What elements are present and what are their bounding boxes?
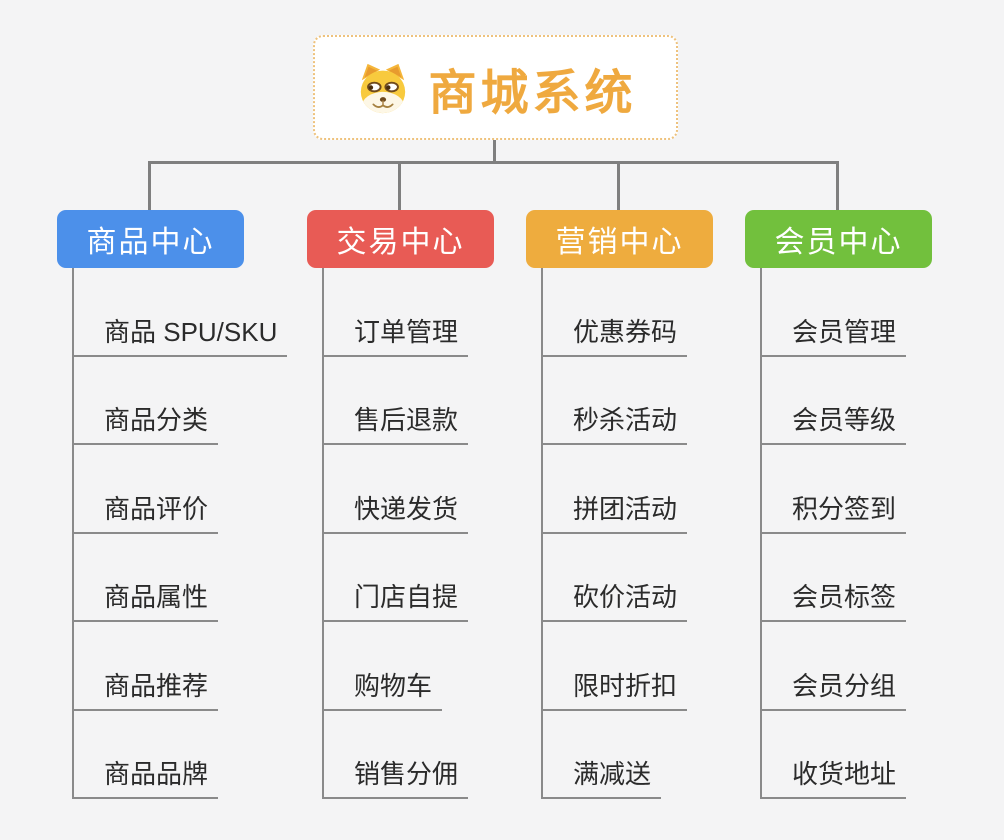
leaf-item[interactable]: 购物车 (322, 666, 443, 711)
branch-children-member-center: 会员管理 会员等级 积分签到 会员标签 会员分组 收货地址 (760, 268, 1004, 799)
leaf-row: 商品评价 (72, 445, 324, 534)
leaf-row: 订单管理 (322, 268, 574, 357)
leaf-row: 销售分佣 (322, 711, 574, 799)
branch-children-marketing-center: 优惠券码 秒杀活动 拼团活动 砍价活动 限时折扣 满减送 (541, 268, 793, 799)
leaf-row: 商品 SPU/SKU (72, 268, 324, 357)
leaf-item[interactable]: 商品评价 (72, 489, 219, 534)
leaf-item[interactable]: 会员标签 (760, 577, 907, 622)
leaf-row: 限时折扣 (541, 622, 793, 711)
leaf-item[interactable]: 商品属性 (72, 577, 219, 622)
leaf-item[interactable]: 拼团活动 (541, 489, 688, 534)
leaf-row: 积分签到 (760, 445, 1004, 534)
leaf-row: 商品品牌 (72, 711, 324, 799)
leaf-item[interactable]: 销售分佣 (322, 754, 469, 799)
leaf-item[interactable]: 商品 SPU/SKU (72, 312, 288, 357)
leaf-row: 会员管理 (760, 268, 1004, 357)
leaf-row: 售后退款 (322, 357, 574, 445)
leaf-row: 拼团活动 (541, 445, 793, 534)
leaf-row: 商品推荐 (72, 622, 324, 711)
root-connector-stub (493, 140, 496, 162)
leaf-row: 快递发货 (322, 445, 574, 534)
leaf-row: 门店自提 (322, 534, 574, 622)
leaf-item[interactable]: 商品推荐 (72, 666, 219, 711)
branch-node-member-center[interactable]: 会员中心 (745, 210, 932, 268)
doge-icon (354, 61, 412, 115)
leaf-row: 收货地址 (760, 711, 1004, 799)
leaf-row: 会员等级 (760, 357, 1004, 445)
leaf-row: 商品分类 (72, 357, 324, 445)
leaf-item[interactable]: 满减送 (541, 754, 662, 799)
branch-drop-line (398, 161, 401, 211)
branch-node-product-center[interactable]: 商品中心 (57, 210, 244, 268)
leaf-row: 购物车 (322, 622, 574, 711)
leaf-row: 砍价活动 (541, 534, 793, 622)
leaf-row: 商品属性 (72, 534, 324, 622)
branch-children-trade-center: 订单管理 售后退款 快递发货 门店自提 购物车 销售分佣 (322, 268, 574, 799)
branch-drop-line (148, 161, 151, 211)
leaf-item[interactable]: 积分签到 (760, 489, 907, 534)
leaf-row: 优惠券码 (541, 268, 793, 357)
leaf-item[interactable]: 秒杀活动 (541, 400, 688, 445)
leaf-item[interactable]: 订单管理 (322, 312, 469, 357)
branch-drop-line (836, 161, 839, 211)
leaf-item[interactable]: 会员管理 (760, 312, 907, 357)
branch-bus-line (148, 161, 839, 164)
root-node[interactable]: 商城系统 (313, 35, 678, 140)
leaf-item[interactable]: 商品分类 (72, 400, 219, 445)
leaf-item[interactable]: 会员等级 (760, 400, 907, 445)
leaf-row: 满减送 (541, 711, 793, 799)
leaf-row: 秒杀活动 (541, 357, 793, 445)
leaf-item[interactable]: 快递发货 (322, 489, 469, 534)
leaf-item[interactable]: 商品品牌 (72, 754, 219, 799)
branch-children-product-center: 商品 SPU/SKU 商品分类 商品评价 商品属性 商品推荐 商品品牌 (72, 268, 324, 799)
leaf-item[interactable]: 门店自提 (322, 577, 469, 622)
branch-drop-line (617, 161, 620, 211)
leaf-item[interactable]: 限时折扣 (541, 666, 688, 711)
leaf-item[interactable]: 优惠券码 (541, 312, 688, 357)
leaf-item[interactable]: 收货地址 (760, 754, 907, 799)
leaf-row: 会员分组 (760, 622, 1004, 711)
branch-node-trade-center[interactable]: 交易中心 (307, 210, 494, 268)
branch-node-marketing-center[interactable]: 营销中心 (526, 210, 713, 268)
leaf-item[interactable]: 砍价活动 (541, 577, 688, 622)
leaf-item[interactable]: 售后退款 (322, 400, 469, 445)
leaf-row: 会员标签 (760, 534, 1004, 622)
root-title: 商城系统 (428, 66, 637, 120)
leaf-item[interactable]: 会员分组 (760, 666, 907, 711)
